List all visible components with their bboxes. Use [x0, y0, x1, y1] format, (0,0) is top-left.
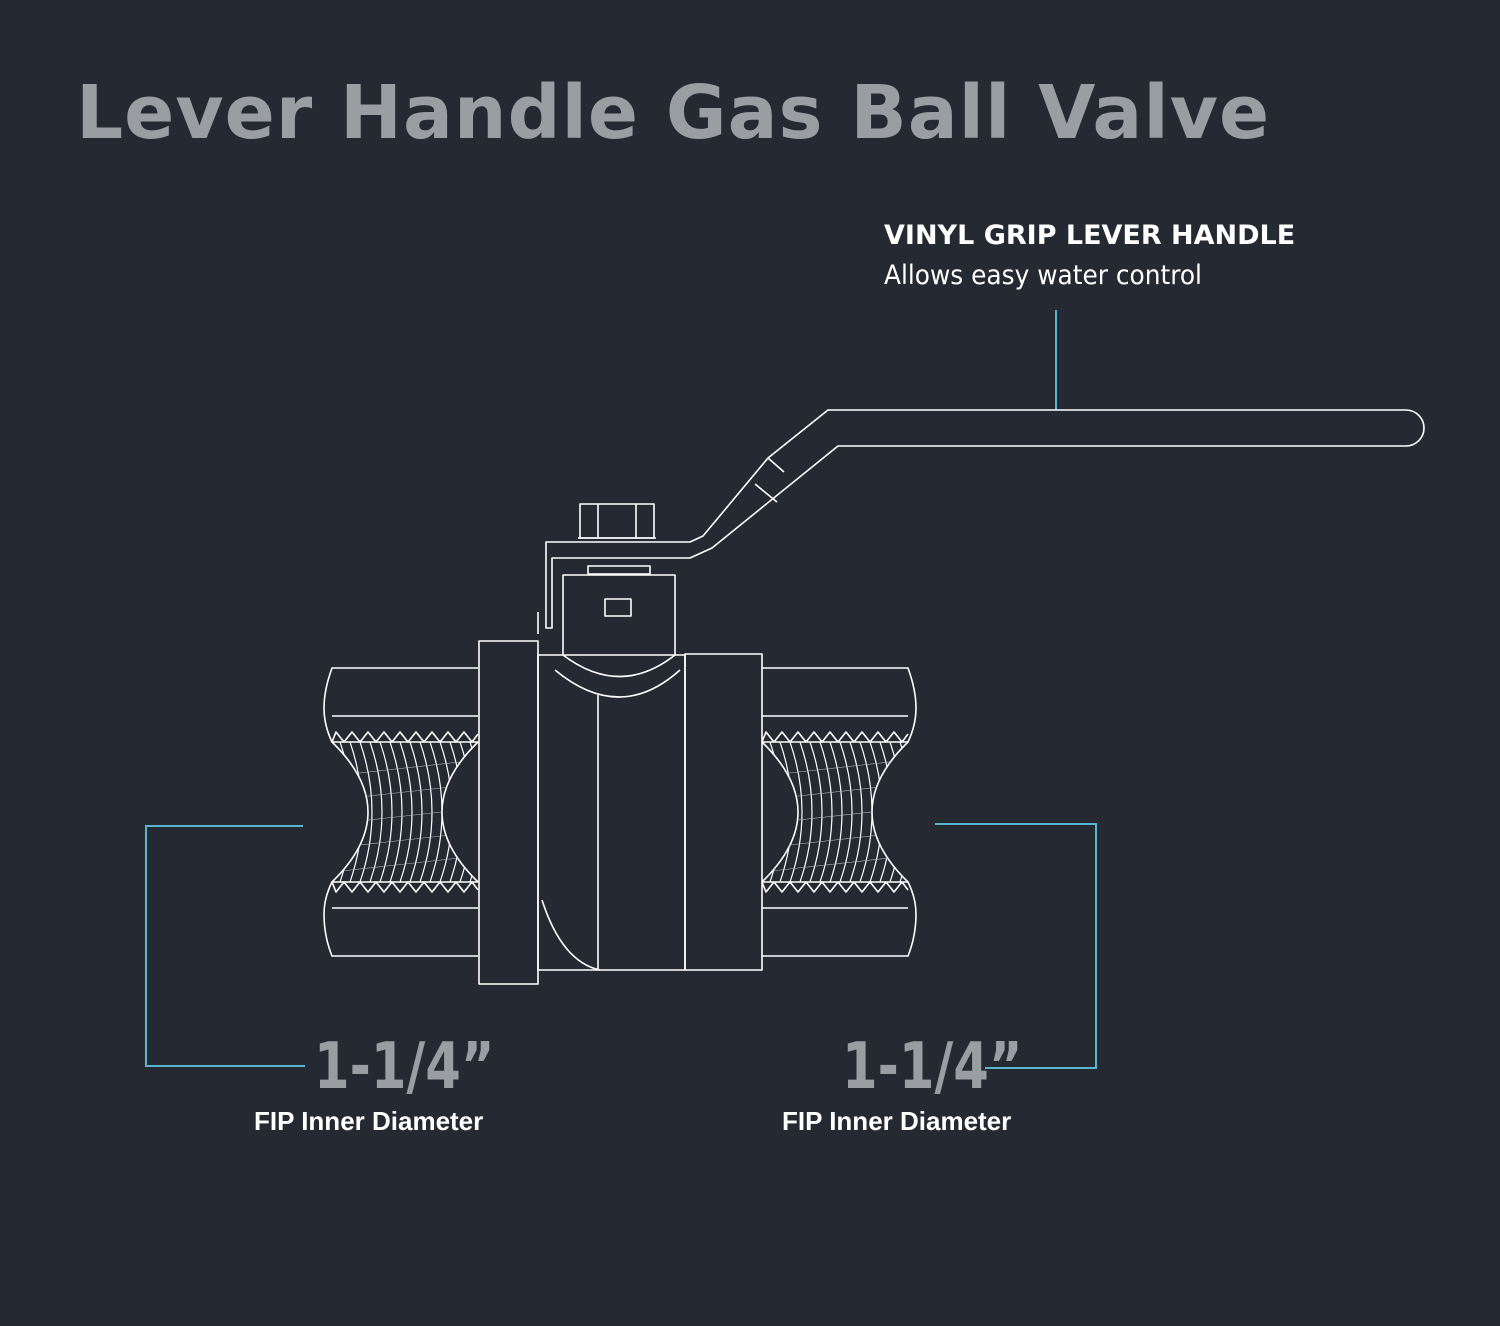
right-port-size: 1-1/4” [842, 1030, 1023, 1104]
valve-body [537, 654, 686, 971]
left-port-size: 1-1/4” [314, 1030, 495, 1104]
left-port-bracket [145, 825, 305, 1067]
handle-callout-description: Allows easy water control [884, 260, 1202, 291]
right-port-label: FIP Inner Diameter [782, 1106, 1012, 1136]
lever-handle [537, 409, 1425, 634]
right-port-bracket [935, 823, 1097, 1069]
left-port-label: FIP Inner Diameter [254, 1106, 484, 1136]
right-end-connector [684, 653, 917, 971]
stem-block [562, 565, 676, 656]
stem-nut [578, 503, 656, 539]
page-title: Lever Handle Gas Ball Valve [76, 70, 1271, 156]
handle-callout-heading: VINYL GRIP LEVER HANDLE [884, 220, 1296, 251]
left-end-connector [323, 640, 539, 985]
